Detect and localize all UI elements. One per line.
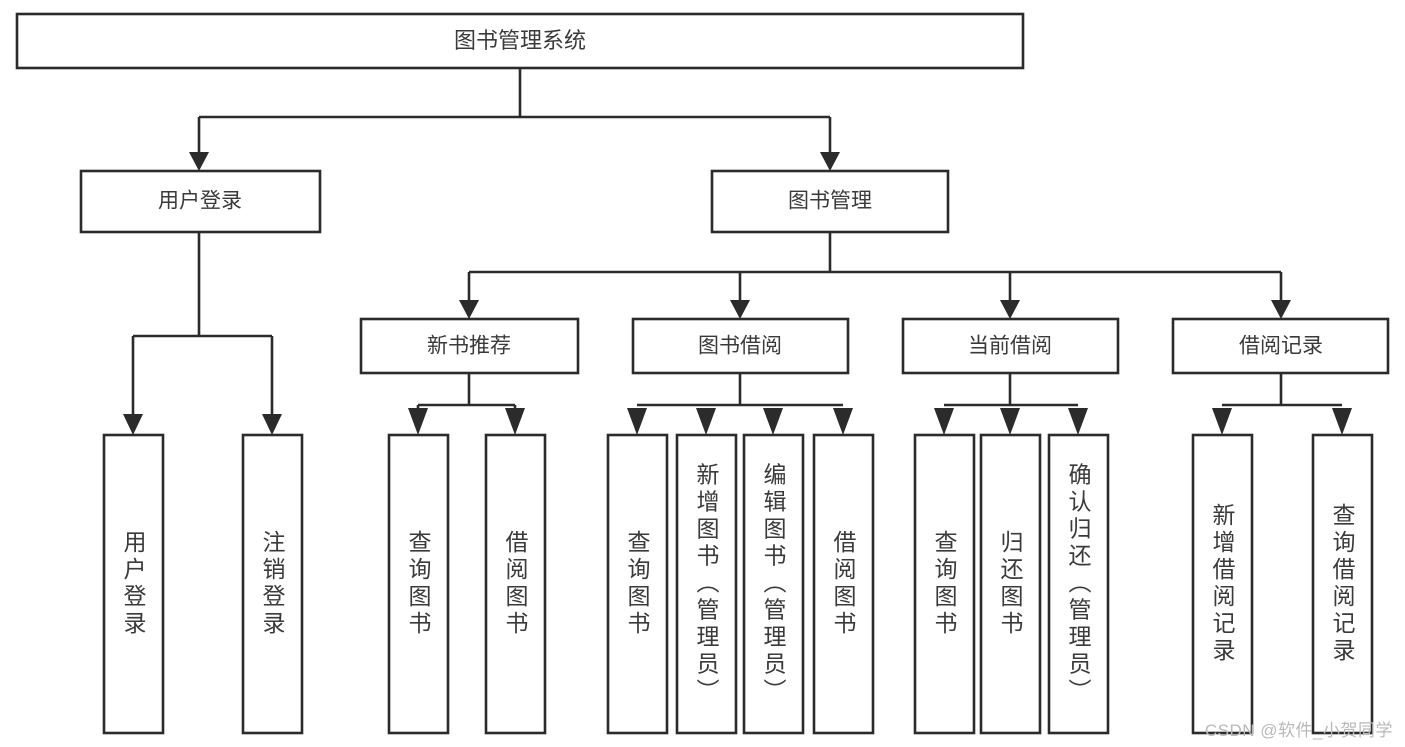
node-leaf-book-borrow-1-label: 查询图书 bbox=[624, 530, 651, 638]
node-leaf-current-borrow-1[interactable]: 查询图书 bbox=[913, 433, 976, 735]
node-leaf-book-borrow-4-box[interactable] bbox=[812, 433, 875, 735]
arrow-head-book-borrow bbox=[730, 300, 750, 319]
arrow-head-leaf-book-borrow-3 bbox=[763, 408, 783, 435]
node-leaf-borrow-records-2[interactable]: 查询借阅记录 bbox=[1311, 433, 1374, 735]
node-book-manage-box[interactable] bbox=[710, 169, 950, 234]
node-root-label: 图书管理系统 bbox=[454, 28, 586, 53]
node-leaf-new-book-2-label: 借阅图书 bbox=[502, 530, 529, 638]
node-leaf-new-book-2[interactable]: 借阅图书 bbox=[484, 433, 547, 735]
node-leaf-book-borrow-1-box[interactable] bbox=[606, 433, 669, 735]
arrow-head-leaf-borrow-records-2 bbox=[1332, 408, 1352, 435]
arrow-head-new-book bbox=[459, 300, 479, 319]
node-borrow-records-box[interactable] bbox=[1171, 317, 1390, 375]
node-leaf-book-borrow-2[interactable]: 新增图书（管理员） bbox=[675, 433, 738, 735]
node-leaf-book-borrow-2-box[interactable] bbox=[675, 433, 738, 735]
arrow-head-book-manage bbox=[820, 152, 840, 171]
node-borrow-records[interactable]: 借阅记录 bbox=[1171, 317, 1390, 375]
node-leaf-current-borrow-3-label: 确认归还（管理员） bbox=[1065, 463, 1092, 706]
node-leaf-borrow-records-1-label: 新增借阅记录 bbox=[1209, 503, 1236, 665]
node-leaf-borrow-records-1[interactable]: 新增借阅记录 bbox=[1191, 433, 1254, 735]
arrow-head-leaf-book-borrow-4 bbox=[833, 408, 853, 435]
node-leaf-book-borrow-4[interactable]: 借阅图书 bbox=[812, 433, 875, 735]
node-leaf-current-borrow-2[interactable]: 归还图书 bbox=[979, 433, 1042, 735]
node-book-borrow-box[interactable] bbox=[631, 317, 850, 375]
arrow-head-borrow-records bbox=[1271, 300, 1291, 319]
node-leaf-book-borrow-2-label: 新增图书（管理员） bbox=[693, 463, 720, 706]
node-current-borrow-label: 当前借阅 bbox=[968, 335, 1052, 358]
node-new-book-recommend-label: 新书推荐 bbox=[427, 335, 511, 358]
node-current-borrow[interactable]: 当前借阅 bbox=[901, 317, 1120, 375]
arrow-head-leaf-new-book-2 bbox=[505, 408, 525, 435]
arrow-head-leaf-new-book-1 bbox=[408, 408, 428, 435]
node-book-manage-label: 图书管理 bbox=[788, 190, 872, 213]
node-leaf-new-book-1-box[interactable] bbox=[387, 433, 450, 735]
node-leaf-borrow-records-1-box[interactable] bbox=[1191, 433, 1254, 735]
node-leaf-user-login-2[interactable]: 注销登录 bbox=[241, 433, 304, 735]
node-root[interactable]: 图书管理系统 bbox=[15, 12, 1025, 70]
node-leaf-book-borrow-3[interactable]: 编辑图书（管理员） bbox=[742, 433, 805, 735]
arrow-head-leaf-borrow-records-1 bbox=[1212, 408, 1232, 435]
node-leaf-current-borrow-2-box[interactable] bbox=[979, 433, 1042, 735]
connector-layer bbox=[123, 68, 1352, 435]
node-leaf-borrow-records-2-label: 查询借阅记录 bbox=[1329, 503, 1356, 665]
node-leaf-user-login-1-box[interactable] bbox=[102, 433, 165, 735]
node-user-login-label: 用户登录 bbox=[158, 190, 242, 213]
node-new-book-recommend[interactable]: 新书推荐 bbox=[359, 317, 580, 375]
arrow-head-leaf-book-borrow-1 bbox=[627, 408, 647, 435]
node-leaf-current-borrow-2-label: 归还图书 bbox=[997, 530, 1024, 638]
node-leaf-user-login-2-label: 注销登录 bbox=[259, 530, 286, 638]
node-leaf-book-borrow-3-box[interactable] bbox=[742, 433, 805, 735]
arrow-head-leaf-current-borrow-2 bbox=[1000, 408, 1020, 435]
arrow-head-leaf-user-login-2 bbox=[262, 414, 282, 435]
node-leaf-borrow-records-2-box[interactable] bbox=[1311, 433, 1374, 735]
node-leaf-current-borrow-1-label: 查询图书 bbox=[931, 530, 958, 638]
node-leaf-book-borrow-1[interactable]: 查询图书 bbox=[606, 433, 669, 735]
node-leaf-current-borrow-1-box[interactable] bbox=[913, 433, 976, 735]
node-book-manage[interactable]: 图书管理 bbox=[710, 169, 950, 234]
node-user-login[interactable]: 用户登录 bbox=[79, 169, 322, 234]
node-new-book-recommend-box[interactable] bbox=[359, 317, 580, 375]
node-leaf-new-book-2-box[interactable] bbox=[484, 433, 547, 735]
arrow-head-leaf-book-borrow-2 bbox=[696, 408, 716, 435]
node-current-borrow-box[interactable] bbox=[901, 317, 1120, 375]
node-leaf-new-book-1[interactable]: 查询图书 bbox=[387, 433, 450, 735]
arrow-head-leaf-user-login-1 bbox=[123, 414, 143, 435]
arrow-head-current-borrow bbox=[1000, 300, 1020, 319]
node-leaf-book-borrow-4-label: 借阅图书 bbox=[830, 530, 857, 638]
node-leaf-new-book-1-label: 查询图书 bbox=[405, 530, 432, 638]
node-book-borrow-label: 图书借阅 bbox=[698, 335, 782, 358]
arrow-head-user-login bbox=[189, 152, 209, 171]
node-leaf-user-login-2-box[interactable] bbox=[241, 433, 304, 735]
node-leaf-current-borrow-3[interactable]: 确认归还（管理员） bbox=[1047, 433, 1110, 735]
node-leaf-user-login-1[interactable]: 用户登录 bbox=[102, 433, 165, 735]
node-borrow-records-label: 借阅记录 bbox=[1239, 335, 1323, 358]
node-user-login-box[interactable] bbox=[79, 169, 322, 234]
node-leaf-current-borrow-3-box[interactable] bbox=[1047, 433, 1110, 735]
node-book-borrow[interactable]: 图书借阅 bbox=[631, 317, 850, 375]
node-root-box[interactable] bbox=[15, 12, 1025, 70]
node-leaf-book-borrow-3-label: 编辑图书（管理员） bbox=[760, 463, 787, 706]
arrow-head-leaf-current-borrow-3 bbox=[1068, 408, 1088, 435]
arrow-head-leaf-current-borrow-1 bbox=[934, 408, 954, 435]
node-leaf-user-login-1-label: 用户登录 bbox=[120, 530, 147, 638]
